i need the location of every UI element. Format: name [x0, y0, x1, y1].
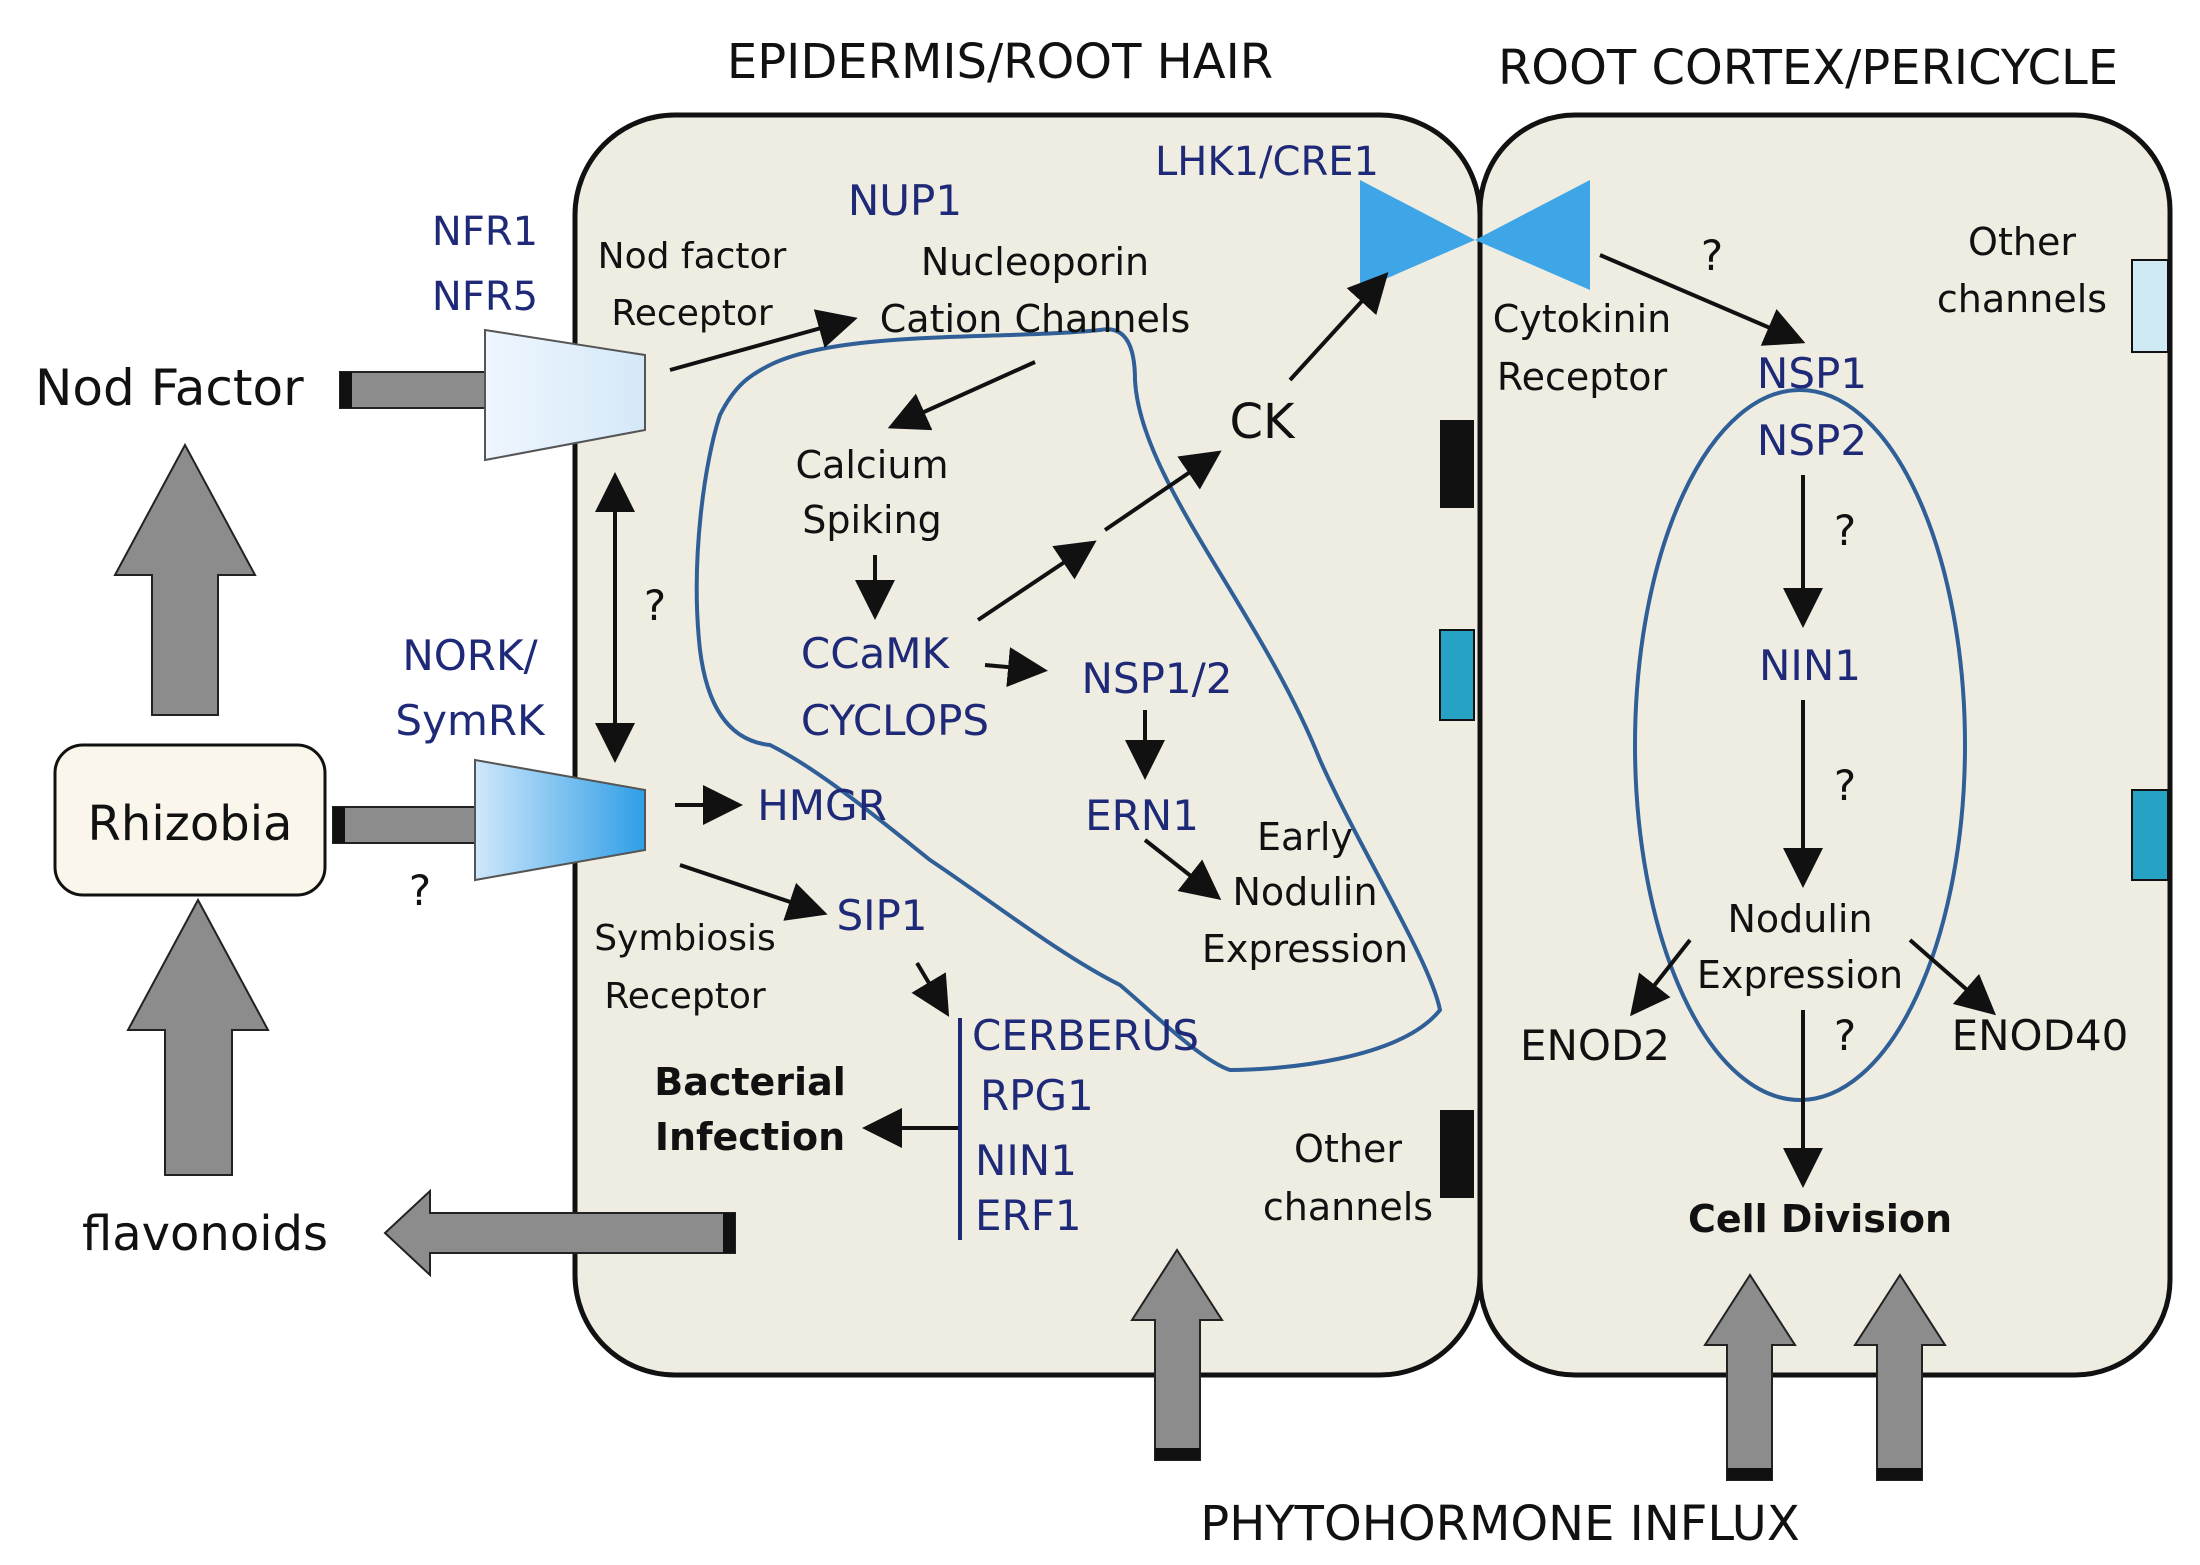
ern1-label: ERN1: [1085, 791, 1199, 840]
early-expression-label: Expression: [1202, 927, 1408, 971]
symbiosis-receptor-label-1: Symbiosis: [594, 918, 776, 959]
cortex-cell: [1477, 112, 2173, 1378]
nod-receptor-label-1: Nod factor: [598, 236, 787, 277]
flavonoids-left-arrow: [383, 1188, 736, 1278]
channel-teal-2: [2131, 789, 2169, 881]
infection-label: Infection: [655, 1115, 845, 1159]
symrk-label: SymRK: [395, 696, 546, 745]
sip1-label: SIP1: [836, 891, 927, 940]
channel-lightblue: [2131, 259, 2169, 353]
early-nodulin-label: Nodulin: [1232, 870, 1377, 914]
early-label: Early: [1257, 815, 1353, 859]
rhizobia-box: [53, 743, 327, 897]
nsp2-label: NSP2: [1757, 416, 1867, 465]
other-channels-1b: channels: [1263, 1185, 1433, 1229]
enod2-label: ENOD2: [1520, 1021, 1670, 1070]
nod-factor-label: Nod Factor: [35, 359, 304, 417]
cortex-q4: ?: [1834, 1011, 1856, 1060]
hmgr-label: HMGR: [757, 781, 887, 830]
phytohormone-arrow-3: [1853, 1273, 1947, 1481]
receptor-crosstalk-question: ?: [644, 581, 666, 630]
nod-factor-receptor-shape: [484, 328, 646, 462]
nup1-label: NUP1: [848, 176, 962, 225]
spiking-label: Spiking: [802, 498, 942, 542]
nodulin-label: Nodulin: [1727, 897, 1872, 941]
cortex-q2: ?: [1834, 506, 1856, 555]
cerberus-label: CERBERUS: [972, 1011, 1199, 1060]
cortex-q3: ?: [1834, 761, 1856, 810]
cortex-q1: ?: [1701, 231, 1723, 280]
enod40-label: ENOD40: [1952, 1011, 2129, 1060]
lhk1-receptor-shape: [1360, 180, 1475, 290]
nsp12-label: NSP1/2: [1082, 654, 1233, 703]
rhizobia-label: Rhizobia: [88, 796, 293, 852]
channel-black-2: [1440, 1110, 1474, 1198]
cortex-signaling-ellipse: [1633, 388, 1967, 1102]
symbiosis-receptor-label-2: Receptor: [604, 976, 765, 1017]
other-channels-1a: Other: [1294, 1127, 1402, 1171]
cyclops-label: CYCLOPS: [801, 696, 989, 745]
erf1-label: ERF1: [975, 1191, 1082, 1240]
ck-label: CK: [1230, 394, 1297, 450]
other-channels-2b: channels: [1937, 277, 2107, 321]
signaling-region-outline: [694, 327, 1443, 1073]
nucleoporin-label: Nucleoporin: [921, 240, 1149, 284]
nsp1-label: NSP1: [1757, 349, 1867, 398]
other-channels-2a: Other: [1968, 220, 2076, 264]
calcium-label: Calcium: [796, 443, 949, 487]
channel-teal-1: [1439, 629, 1475, 721]
nin1-epidermis-label: NIN1: [975, 1136, 1077, 1185]
header-influx: PHYTOHORMONE INFLUX: [1200, 1496, 1799, 1552]
nod-factor-up-arrow: [113, 442, 257, 716]
cytokinin-receptor-shape: [1475, 180, 1590, 290]
channel-black-1: [1440, 420, 1474, 508]
pathway-arrows: [595, 253, 1997, 1188]
cytokinin-receptor-label: Receptor: [1497, 355, 1668, 399]
nod-receptor-label-2: Receptor: [611, 293, 772, 334]
ccamk-label: CCaMK: [801, 629, 951, 678]
phytohormone-arrow-2: [1703, 1273, 1797, 1481]
flavonoids-up-arrow: [126, 897, 270, 1176]
phytohormone-arrow-1: [1130, 1248, 1224, 1461]
rpg1-label: RPG1: [980, 1071, 1094, 1120]
cation-channels-label: Cation Channels: [880, 297, 1191, 341]
nfr5-label: NFR5: [432, 274, 538, 320]
header-epidermis: EPIDERMIS/ROOT HAIR: [727, 34, 1273, 90]
nodulin-expression-label: Expression: [1697, 953, 1903, 997]
bacterial-label: Bacterial: [654, 1060, 846, 1104]
nork-label: NORK/: [402, 631, 538, 680]
rhizobia-question: ?: [409, 866, 431, 915]
cell-division-label: Cell Division: [1688, 1197, 1952, 1241]
flavonoids-label: flavonoids: [82, 1206, 328, 1262]
symbiosis-receptor-shape: [474, 758, 646, 882]
header-cortex: ROOT CORTEX/PERICYCLE: [1498, 40, 2118, 96]
nfr1-label: NFR1: [432, 209, 538, 255]
cytokinin-label: Cytokinin: [1493, 297, 1671, 341]
lhk1-label: LHK1/CRE1: [1155, 139, 1379, 185]
nin1-cortex-label: NIN1: [1759, 641, 1861, 690]
